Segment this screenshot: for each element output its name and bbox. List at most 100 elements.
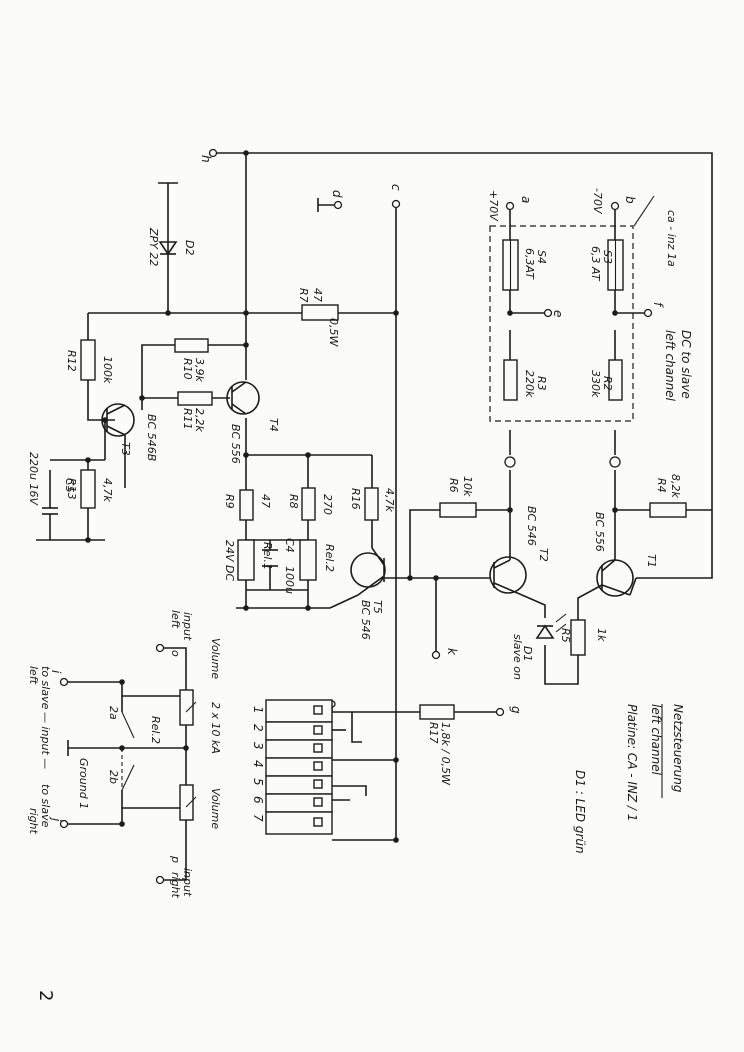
svg-text:220k: 220k	[523, 370, 536, 398]
svg-text:input: input	[181, 868, 194, 897]
svg-text:100k: 100k	[101, 356, 114, 384]
transistor-t3	[101, 403, 135, 437]
resistor-r9	[239, 489, 254, 521]
svg-text:47: 47	[259, 494, 272, 508]
svg-text:R13: R13	[65, 478, 78, 500]
capacitor-c4	[262, 549, 278, 567]
terminal-i	[59, 677, 69, 687]
svg-text:Volume: Volume	[209, 788, 222, 829]
svg-text:Rel.1: Rel.1	[261, 542, 274, 570]
svg-text:Ground 1: Ground 1	[77, 758, 90, 809]
capacitor-c5	[42, 507, 58, 515]
svg-text:right: right	[27, 808, 40, 835]
pot-left	[179, 689, 194, 726]
resistor-r10	[174, 338, 209, 353]
title-note: D1 : LED grün	[573, 770, 587, 854]
label-c: c	[389, 184, 403, 191]
label-f: f	[651, 302, 665, 308]
svg-text:R3: R3	[535, 376, 548, 391]
svg-text:47: 47	[311, 288, 324, 302]
connector-block	[265, 699, 333, 835]
label-a: a	[519, 196, 533, 203]
svg-text:p: p	[169, 855, 182, 863]
svg-text:220u 16V: 220u 16V	[27, 452, 40, 506]
svg-text:to slave: to slave	[39, 666, 52, 710]
svg-text:R17: R17	[427, 722, 440, 744]
label-dc-slave-1: DC to slave	[679, 330, 693, 399]
svg-text:input: input	[181, 612, 194, 641]
terminal-o	[155, 643, 165, 653]
svg-text:BC 546: BC 546	[525, 506, 538, 546]
svg-text:1: 1	[251, 706, 265, 714]
resistor-r16	[364, 487, 379, 521]
svg-text:270: 270	[321, 494, 334, 515]
relay-coil-rel1	[237, 539, 255, 581]
terminal-p	[155, 875, 165, 885]
terminal-c	[391, 199, 401, 209]
label-e: e	[551, 310, 565, 317]
svg-text:T4: T4	[267, 418, 280, 432]
label-g: g	[509, 706, 523, 714]
svg-text:4,7k: 4,7k	[383, 488, 396, 512]
svg-text:1k: 1k	[595, 628, 608, 642]
terminal-g	[495, 707, 505, 717]
slave-board-outline	[489, 225, 634, 422]
svg-text:2: 2	[251, 724, 265, 732]
label-h: h	[199, 155, 213, 163]
svg-text:6,3 AT: 6,3 AT	[589, 246, 602, 282]
terminal-d	[333, 200, 343, 210]
terminal-b	[610, 201, 620, 211]
svg-text:6,3AT: 6,3AT	[523, 248, 536, 280]
label-ca-inz: ca - inz 1a	[665, 210, 678, 267]
svg-text:4,7k: 4,7k	[101, 478, 114, 502]
terminal-k	[431, 650, 441, 660]
svg-text:S3: S3	[601, 250, 614, 264]
title-line1: Netzsteuerung	[671, 704, 685, 793]
label-k: k	[445, 648, 459, 656]
svg-text:BC 556: BC 556	[593, 512, 606, 552]
relay-coil-rel2	[299, 539, 317, 581]
svg-text:R7: R7	[297, 288, 310, 303]
terminal-f	[643, 308, 653, 318]
svg-text:330k: 330k	[589, 370, 602, 398]
terminals	[59, 148, 655, 885]
svg-text:Volume: Volume	[209, 638, 222, 679]
svg-text:6: 6	[251, 796, 265, 804]
resistor-r6	[439, 502, 477, 518]
svg-text:to slave: to slave	[39, 784, 52, 828]
resistor-r2	[608, 359, 623, 401]
terminal-e	[543, 308, 553, 318]
fuses	[502, 239, 624, 291]
resistors	[80, 304, 687, 720]
pot-right	[179, 784, 194, 821]
svg-text:BC 556: BC 556	[229, 424, 242, 464]
label-d: d	[330, 190, 344, 198]
svg-text:Rel.2: Rel.2	[149, 716, 162, 744]
svg-text:D2: D2	[183, 240, 196, 255]
transistors	[101, 381, 634, 597]
transistor-t2	[489, 556, 527, 596]
resistor-r17	[419, 704, 455, 720]
svg-text:0,5W: 0,5W	[327, 318, 340, 347]
terminal-h	[208, 148, 218, 158]
potentiometers	[179, 689, 197, 821]
svg-text:R5: R5	[559, 628, 572, 643]
svg-text:2,2k: 2,2k	[193, 408, 206, 432]
svg-text:3: 3	[251, 742, 265, 750]
svg-text:slave on: slave on	[511, 634, 524, 680]
svg-text:R4: R4	[655, 478, 668, 493]
title-line2: left channel	[649, 704, 663, 776]
svg-text:10k: 10k	[461, 476, 474, 497]
label-b: b	[623, 196, 637, 204]
junction-dots	[85, 150, 618, 843]
svg-text:left: left	[169, 610, 182, 629]
svg-text:3,9k: 3,9k	[193, 358, 206, 382]
svg-text:C5: C5	[63, 478, 76, 493]
labels: h d c a b e f g k i j ca - inz 1a +70V -…	[27, 155, 693, 899]
label-i: i	[49, 670, 63, 674]
svg-text:o: o	[169, 650, 182, 657]
resistor-r11	[177, 391, 213, 406]
svg-text:BC 546B: BC 546B	[145, 414, 158, 461]
transistor-t5	[350, 547, 386, 596]
